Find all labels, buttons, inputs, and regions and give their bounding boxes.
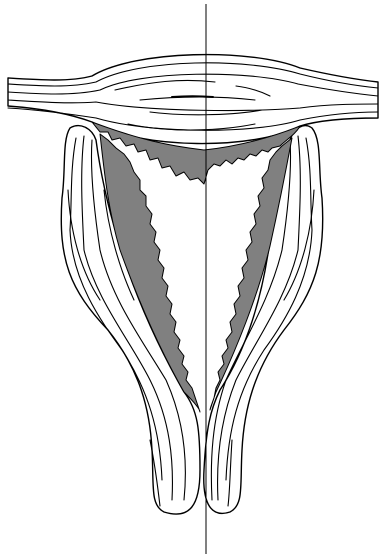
transverse-band	[8, 55, 378, 144]
